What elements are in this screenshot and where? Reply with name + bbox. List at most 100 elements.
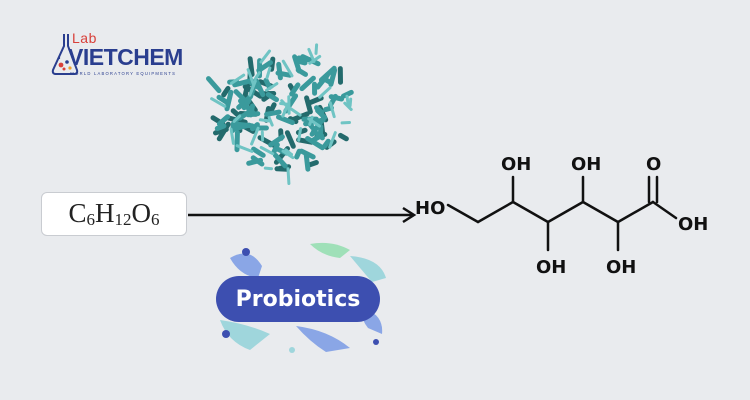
protein-tube — [318, 86, 332, 99]
protein-tube — [276, 114, 295, 126]
protein-tube — [287, 116, 299, 125]
splash-blob-blue-2 — [296, 326, 350, 352]
protein-tube — [275, 70, 293, 78]
vietchem-logo: Lab VIETCHEM WORLD LABORATORY EQUIPMENTS — [50, 30, 185, 82]
protein-tube — [221, 85, 231, 98]
protein-tube — [343, 101, 353, 111]
logo-brand-text: VIETCHEM — [68, 44, 183, 70]
protein-tube — [241, 97, 252, 111]
protein-tube — [251, 146, 266, 158]
protein-tube — [328, 67, 338, 87]
protein-tube — [259, 146, 275, 156]
protein-tube — [271, 142, 280, 155]
protein-tube — [303, 151, 311, 172]
protein-tube — [315, 73, 330, 90]
protein-tube — [304, 95, 313, 115]
protein-tube — [214, 123, 227, 131]
protein-tube — [254, 78, 266, 98]
label-oh-top-2: OH — [571, 154, 601, 175]
protein-tube — [328, 131, 337, 149]
protein-tube — [230, 121, 236, 134]
formula-h: H — [95, 198, 115, 228]
protein-structure-icon — [206, 43, 354, 185]
protein-tube — [348, 97, 353, 108]
protein-tube — [267, 116, 274, 127]
protein-tube — [259, 49, 271, 64]
protein-tubes — [206, 43, 354, 185]
splash-blob-teal — [350, 256, 386, 282]
splash-dot — [242, 248, 250, 256]
probiotics-pill: Probiotics — [216, 276, 380, 322]
protein-tube — [281, 105, 289, 118]
protein-tube — [311, 133, 324, 143]
protein-tube — [274, 166, 290, 172]
protein-tube — [308, 115, 314, 126]
protein-tube — [233, 89, 247, 102]
protein-tube — [289, 82, 301, 97]
protein-tube — [338, 132, 349, 142]
protein-tube — [216, 114, 231, 127]
splash-dot — [289, 347, 295, 353]
protein-tube — [265, 66, 272, 80]
protein-tube — [253, 71, 261, 81]
protein-tube — [224, 89, 234, 112]
protein-tube — [229, 127, 235, 145]
formula-c-count: 6 — [86, 210, 96, 229]
protein-tube — [283, 150, 293, 156]
protein-tube — [284, 130, 296, 149]
arrow-head-icon — [402, 206, 417, 224]
label-carbonyl-o: O — [646, 154, 661, 175]
protein-tube — [292, 54, 302, 74]
protein-tube — [230, 73, 246, 85]
protein-tube — [265, 82, 279, 92]
protein-tube — [322, 138, 331, 149]
formula-o-count: 6 — [151, 210, 160, 229]
label-oh-bottom-2: OH — [606, 257, 636, 278]
formula-box: C6H12O6 — [41, 192, 187, 236]
protein-tube — [216, 121, 231, 142]
gluconic-acid-structure: HO OH OH O OH OH OH — [415, 154, 708, 278]
protein-tube — [315, 108, 328, 120]
protein-tube — [300, 54, 321, 67]
formula-h-count: 12 — [114, 210, 132, 229]
formula-c: C — [68, 198, 87, 228]
protein-tube — [268, 134, 285, 148]
protein-tube — [250, 126, 260, 146]
splash-blob-blue — [230, 253, 262, 278]
splash-dot — [222, 330, 230, 338]
splash-blob-green — [310, 242, 350, 258]
formula-o: O — [131, 198, 152, 228]
protein-tube — [263, 77, 272, 90]
protein-tube — [287, 105, 302, 117]
formula-text: C6H12O6 — [68, 198, 159, 230]
protein-tube — [299, 75, 316, 92]
protein-tube — [234, 121, 255, 129]
logo-lab-text: Lab — [72, 30, 97, 46]
protein-tube — [297, 127, 303, 142]
protein-tube — [296, 58, 308, 66]
protein-tube — [248, 103, 255, 118]
label-ho-left: HO — [415, 198, 445, 219]
protein-tube — [314, 43, 319, 55]
protein-tube — [340, 89, 354, 99]
label-oh-bottom-1: OH — [536, 257, 566, 278]
reaction-arrow — [188, 206, 417, 224]
protein-tube — [299, 148, 316, 160]
flask-icon — [51, 34, 79, 75]
protein-tube — [206, 76, 222, 94]
protein-tube — [246, 68, 255, 86]
protein-tube — [345, 94, 350, 106]
protein-tube — [328, 101, 336, 119]
protein-tube — [286, 167, 291, 185]
splash-dot — [373, 339, 379, 345]
splash-blob-teal-2 — [220, 320, 270, 350]
protein-tube — [232, 78, 253, 88]
protein-tube — [232, 114, 242, 123]
protein-tube — [246, 157, 263, 166]
protein-tube — [210, 97, 227, 108]
molecule-bonds — [446, 175, 678, 252]
protein-tube — [235, 144, 254, 153]
protein-tube — [272, 152, 288, 169]
protein-tube — [264, 109, 282, 117]
